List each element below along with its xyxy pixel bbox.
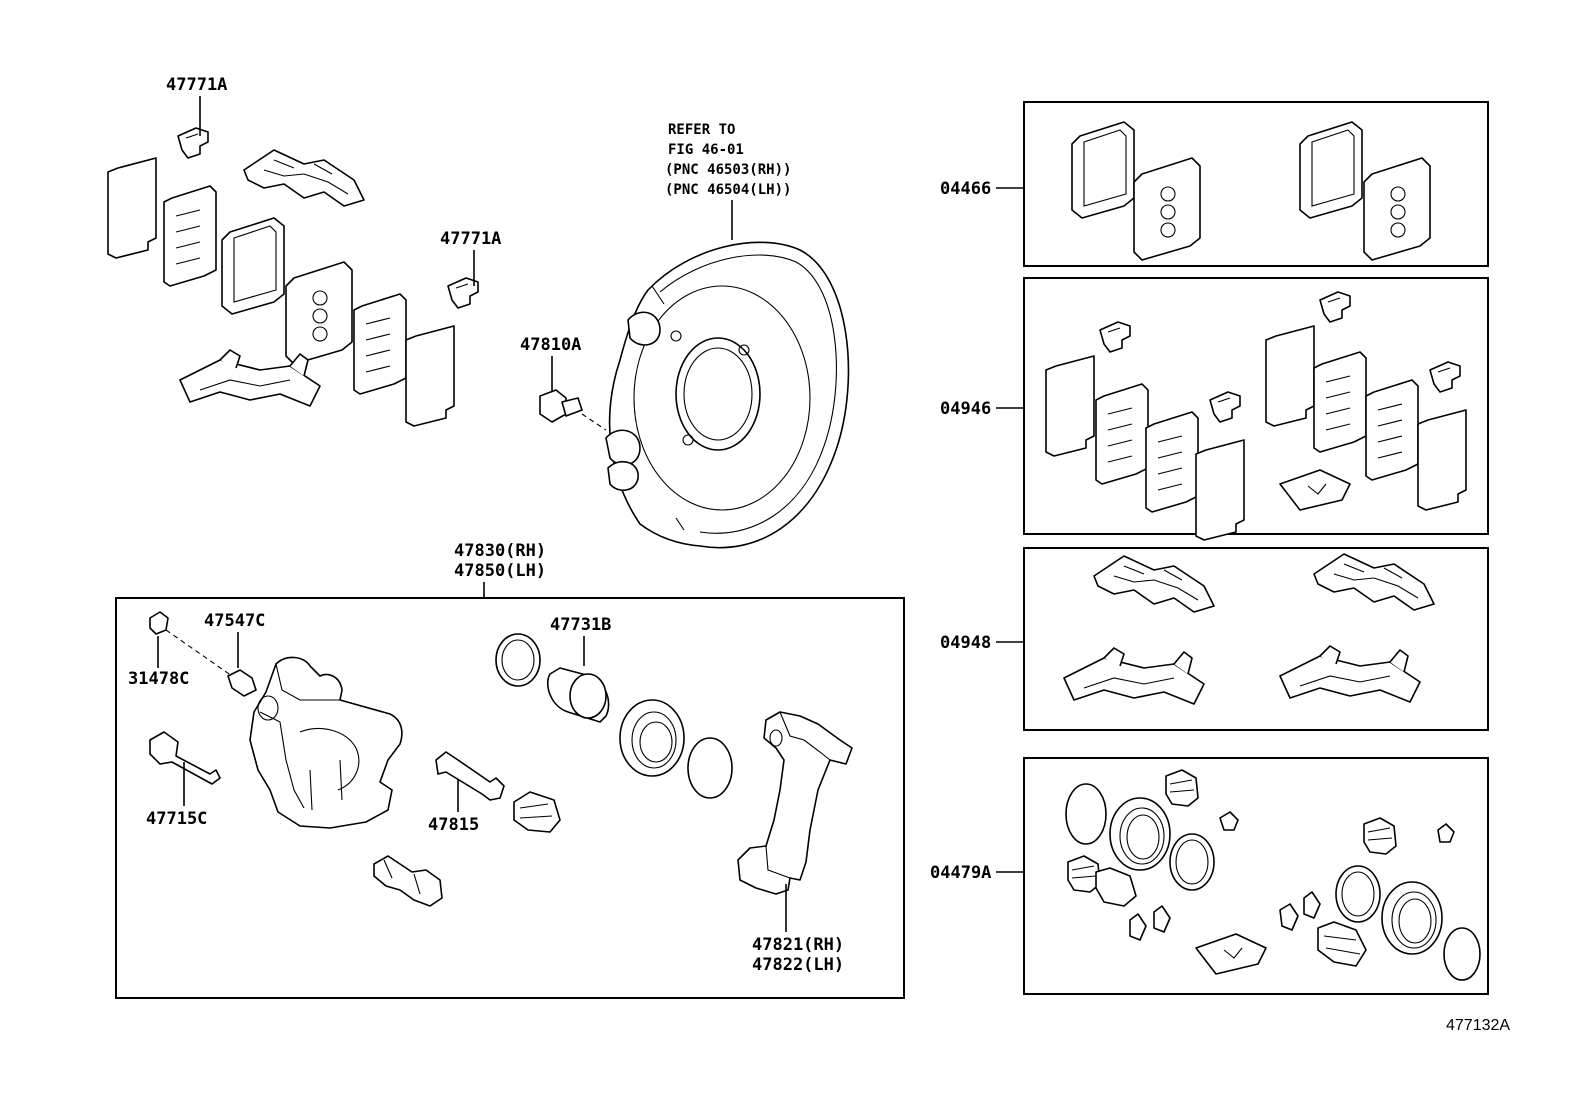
bleeder-bolt (539, 389, 607, 431)
slide-bolt (149, 731, 221, 785)
piston-seal (495, 633, 541, 687)
guide-pin-lower (373, 855, 443, 907)
bleeder-cap (149, 611, 233, 677)
kit-box-pads (1023, 101, 1489, 267)
callout-slide-bolt: 47715C (146, 809, 207, 829)
callout-bleeder-cap: 31478C (128, 669, 189, 689)
piston-boot (619, 699, 685, 777)
caliper-mounting (737, 711, 853, 895)
callout-piston: 47731B (550, 615, 611, 635)
pin-boot (513, 791, 561, 833)
dust-shield (605, 241, 850, 549)
callout-mounting-rh: 47821(RH) (752, 935, 844, 955)
kit-box-shims (1023, 277, 1489, 535)
kit-code-04948: 04948 (940, 633, 991, 653)
kit-pads-contents (1071, 121, 1431, 261)
pad-assembly-exploded (107, 127, 479, 427)
kit-springs-contents (1063, 553, 1435, 705)
callout-caliper-lh: 47850(LH) (454, 561, 546, 581)
kit-seals-contents (1065, 769, 1481, 981)
callout-bleeder-screw: 47547C (204, 611, 265, 631)
callout-slide-pin: 47815 (428, 815, 479, 835)
refer-note-line-2: FIG 46-01 (668, 142, 744, 158)
callout-mounting-lh: 47822(LH) (752, 955, 844, 975)
callout-caliper-rh: 47830(RH) (454, 541, 546, 561)
piston (546, 667, 610, 723)
figure-id: 477132A (1446, 1017, 1510, 1034)
refer-note-line-1: REFER TO (668, 122, 735, 138)
caliper-assembly-box (115, 597, 905, 999)
callout-bleeder: 47810A (520, 335, 581, 355)
snap-ring (687, 737, 733, 799)
kit-code-04946: 04946 (940, 399, 991, 419)
kit-box-springs (1023, 547, 1489, 731)
callout-pad-clip-top: 47771A (166, 75, 227, 95)
refer-note-line-4: (PNC 46504(LH)) (665, 182, 791, 198)
bleeder-screw (227, 669, 257, 697)
refer-note-line-3: (PNC 46503(RH)) (665, 162, 791, 178)
kit-box-seals (1023, 757, 1489, 995)
caliper-body (249, 656, 403, 829)
kit-shims-contents (1045, 291, 1467, 541)
kit-code-04479a: 04479A (930, 863, 991, 883)
slide-pin (435, 751, 505, 801)
kit-code-04466: 04466 (940, 179, 991, 199)
callout-pad-clip-mid: 47771A (440, 229, 501, 249)
